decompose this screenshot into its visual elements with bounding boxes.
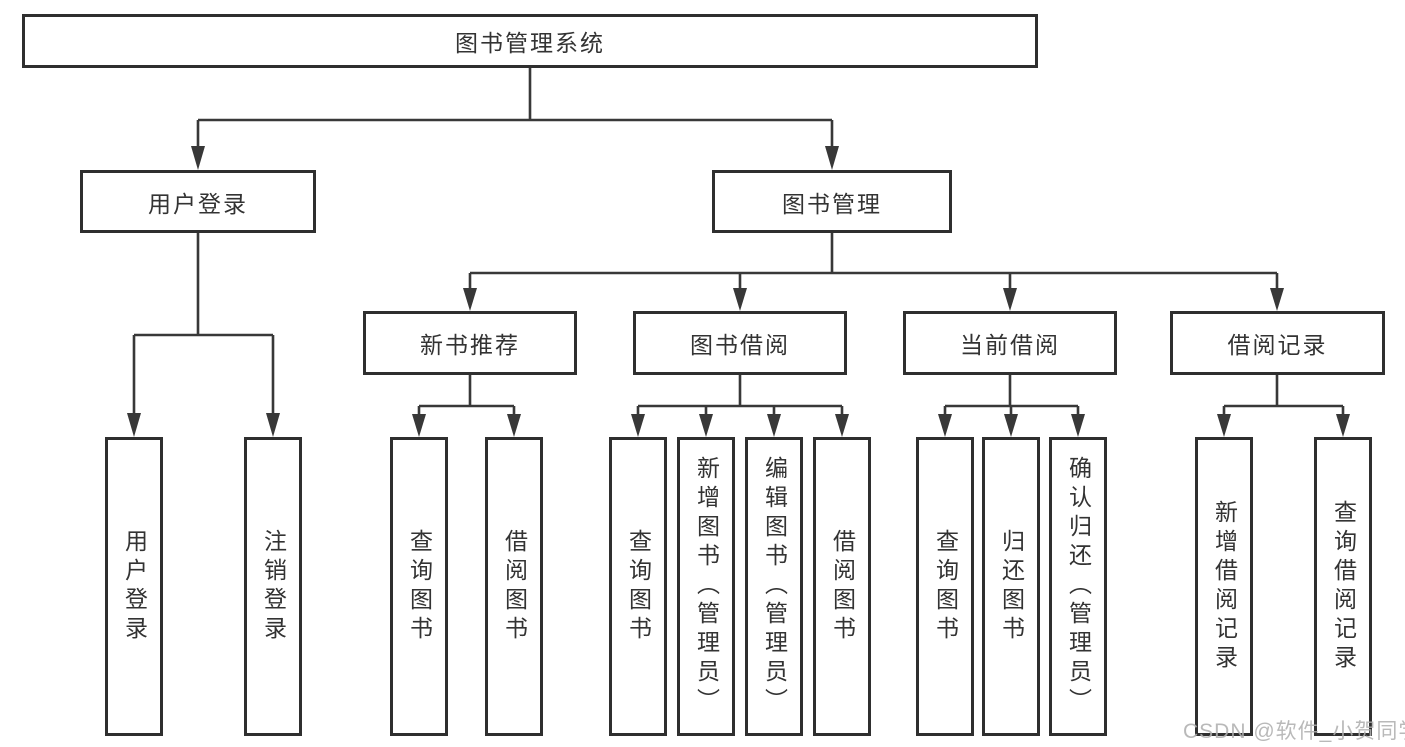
node-current-borrowing: 当前借阅 [903,311,1117,375]
arrowhead [412,414,426,437]
node-book-borrowing: 图书借阅 [633,311,847,375]
arrowhead [1217,414,1231,437]
node-borrowing-records: 借阅记录 [1170,311,1385,375]
arrowhead [1003,288,1017,311]
arrowhead [1004,414,1018,437]
arrowhead [507,414,521,437]
node-book-management: 图书管理 [712,170,952,233]
arrowhead [631,414,645,437]
leaf-borrow-books-borrowing: 借阅图书 [813,437,871,736]
arrowhead [938,414,952,437]
connector-path [132,68,1345,417]
leaf-query-borrow-record: 查询借阅记录 [1314,437,1372,736]
leaf-query-books-recommend: 查询图书 [390,437,448,736]
leaf-query-books-borrowing: 查询图书 [609,437,667,736]
arrowhead [1270,288,1284,311]
arrowhead [767,414,781,437]
leaf-edit-book-admin: 编辑图书（管理员） [745,437,803,736]
leaf-logout: 注销登录 [244,437,302,736]
node-new-book-recommend: 新书推荐 [363,311,577,375]
leaf-query-books-current: 查询图书 [916,437,974,736]
arrowhead [463,288,477,311]
leaf-borrow-books-recommend: 借阅图书 [485,437,543,736]
arrowhead [733,288,747,311]
watermark: CSDN @软件_小贺同学 [1183,720,1405,743]
arrowhead [1336,414,1350,437]
node-library-system: 图书管理系统 [22,14,1038,68]
leaf-add-book-admin: 新增图书（管理员） [677,437,735,736]
arrowhead [825,146,839,170]
arrowhead [835,414,849,437]
leaf-confirm-return-admin: 确认归还（管理员） [1049,437,1107,736]
arrowhead [191,146,205,170]
leaf-user-login: 用户登录 [105,437,163,736]
arrowhead [266,413,280,437]
arrowhead [1071,414,1085,437]
leaf-add-borrow-record: 新增借阅记录 [1195,437,1253,736]
node-user-login: 用户登录 [80,170,316,233]
arrowhead [699,414,713,437]
leaf-return-books: 归还图书 [982,437,1040,736]
arrowhead [127,413,141,437]
